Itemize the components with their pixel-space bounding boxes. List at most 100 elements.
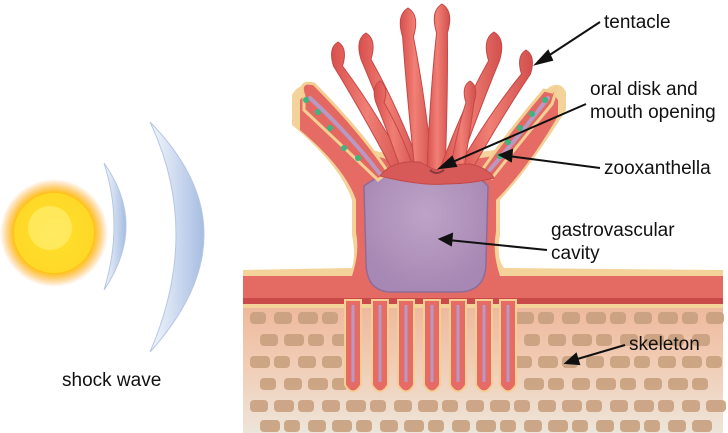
arrow-skeleton xyxy=(563,344,626,366)
skeleton-block xyxy=(260,420,280,432)
label-gastrovascular-line1: gastrovascular xyxy=(551,220,675,241)
skeleton-block xyxy=(274,312,292,324)
skeleton-block xyxy=(524,420,542,432)
skeleton-block xyxy=(538,356,558,368)
leader-arrows xyxy=(437,21,626,366)
skeleton-block xyxy=(274,400,294,412)
skeleton-block xyxy=(284,378,302,390)
label-skeleton: skeleton xyxy=(629,333,700,356)
tentacle xyxy=(331,41,411,175)
skeleton-block xyxy=(596,378,616,390)
skeleton-block xyxy=(308,378,328,390)
skeleton-block xyxy=(514,400,530,412)
skeleton-block xyxy=(634,356,650,368)
mouth-opening xyxy=(429,169,445,174)
skeleton-block xyxy=(572,378,590,390)
skeleton-block xyxy=(524,378,544,390)
skeleton-block xyxy=(322,400,340,412)
arrow-tentacle xyxy=(532,21,601,66)
skeleton-block xyxy=(274,356,290,368)
tentacle xyxy=(453,49,533,175)
skeleton-block xyxy=(562,400,582,412)
skeleton-block xyxy=(692,420,712,432)
label-zooxanthella-text: zooxanthella xyxy=(604,158,711,179)
skeleton-block xyxy=(586,400,602,412)
skeleton-block xyxy=(466,400,484,412)
tentacle xyxy=(448,80,477,177)
skeleton-block xyxy=(634,312,652,324)
skeleton-block xyxy=(322,312,338,324)
skeleton-block xyxy=(370,400,386,412)
skeleton-block xyxy=(524,334,540,346)
skeleton-block xyxy=(514,312,534,324)
arrow-zooxanthella xyxy=(497,148,601,169)
skeleton-block xyxy=(346,400,366,412)
skeleton-block xyxy=(682,356,702,368)
skeleton-block xyxy=(572,334,592,346)
skeleton-block xyxy=(514,356,532,368)
skeleton-block xyxy=(644,378,662,390)
skeleton-block xyxy=(452,420,470,432)
skeleton-block xyxy=(548,334,566,346)
skeleton-block xyxy=(620,420,640,432)
skeleton-block xyxy=(538,400,556,412)
skeleton-block xyxy=(298,312,318,324)
label-oral-disk: oral disk and mouth opening xyxy=(590,78,716,124)
skeleton-block xyxy=(250,356,270,368)
skeleton-block xyxy=(692,378,708,390)
skeleton-block xyxy=(380,420,398,432)
skeleton-block xyxy=(644,420,660,432)
septa xyxy=(344,299,517,393)
skeleton-block xyxy=(658,356,676,368)
skeleton-block xyxy=(692,334,710,346)
skeleton-block xyxy=(308,420,326,432)
sun-icon xyxy=(0,179,108,287)
skeleton-block xyxy=(644,334,664,346)
label-tentacle-text: tentacle xyxy=(604,12,671,33)
skeleton-block xyxy=(260,378,276,390)
skeleton-block xyxy=(572,420,588,432)
skeleton-block xyxy=(658,400,674,412)
label-shock-wave: shock wave xyxy=(62,369,161,392)
skeleton-block xyxy=(668,420,686,432)
label-skeleton-text: skeleton xyxy=(629,334,700,355)
label-tentacle: tentacle xyxy=(604,11,671,34)
label-gastrovascular-line2: cavity xyxy=(551,243,600,264)
skeleton-block xyxy=(682,400,700,412)
skeleton-block xyxy=(548,420,568,432)
skeleton-block xyxy=(284,420,300,432)
skeleton-block xyxy=(610,400,628,412)
skeleton-block xyxy=(356,420,372,432)
skeleton-block xyxy=(418,400,438,412)
skeleton-block xyxy=(596,420,614,432)
label-oral-disk-line2: mouth opening xyxy=(590,102,716,123)
outer-tentacle-left xyxy=(300,81,391,182)
skeleton-block xyxy=(706,400,726,412)
skeleton-blocks xyxy=(250,312,726,432)
skeleton-block xyxy=(586,356,604,368)
skeleton-block xyxy=(490,400,510,412)
skeleton-block xyxy=(586,312,606,324)
label-gastrovascular-cavity: gastrovascular cavity xyxy=(551,219,675,265)
skeleton-block xyxy=(298,356,316,368)
skeleton-block xyxy=(620,334,638,346)
skeleton-block xyxy=(668,334,684,346)
shock-wave-outer xyxy=(149,121,205,353)
skeleton-block xyxy=(476,420,496,432)
skeleton-block xyxy=(596,334,612,346)
skeleton-block xyxy=(706,312,724,324)
shock-wave-inner xyxy=(103,162,127,291)
skeleton-block xyxy=(250,312,266,324)
tentacle xyxy=(399,7,434,173)
skeleton-block xyxy=(260,334,278,346)
arrow-gastrovascular xyxy=(437,232,548,251)
skeleton-block xyxy=(308,334,324,346)
skeleton-block xyxy=(284,334,304,346)
skeleton-block xyxy=(394,400,412,412)
label-shock-wave-text: shock wave xyxy=(62,370,162,391)
skeleton-block xyxy=(250,400,268,412)
skeleton-block xyxy=(634,400,654,412)
skeleton-block xyxy=(562,312,580,324)
skeleton-block xyxy=(610,356,630,368)
